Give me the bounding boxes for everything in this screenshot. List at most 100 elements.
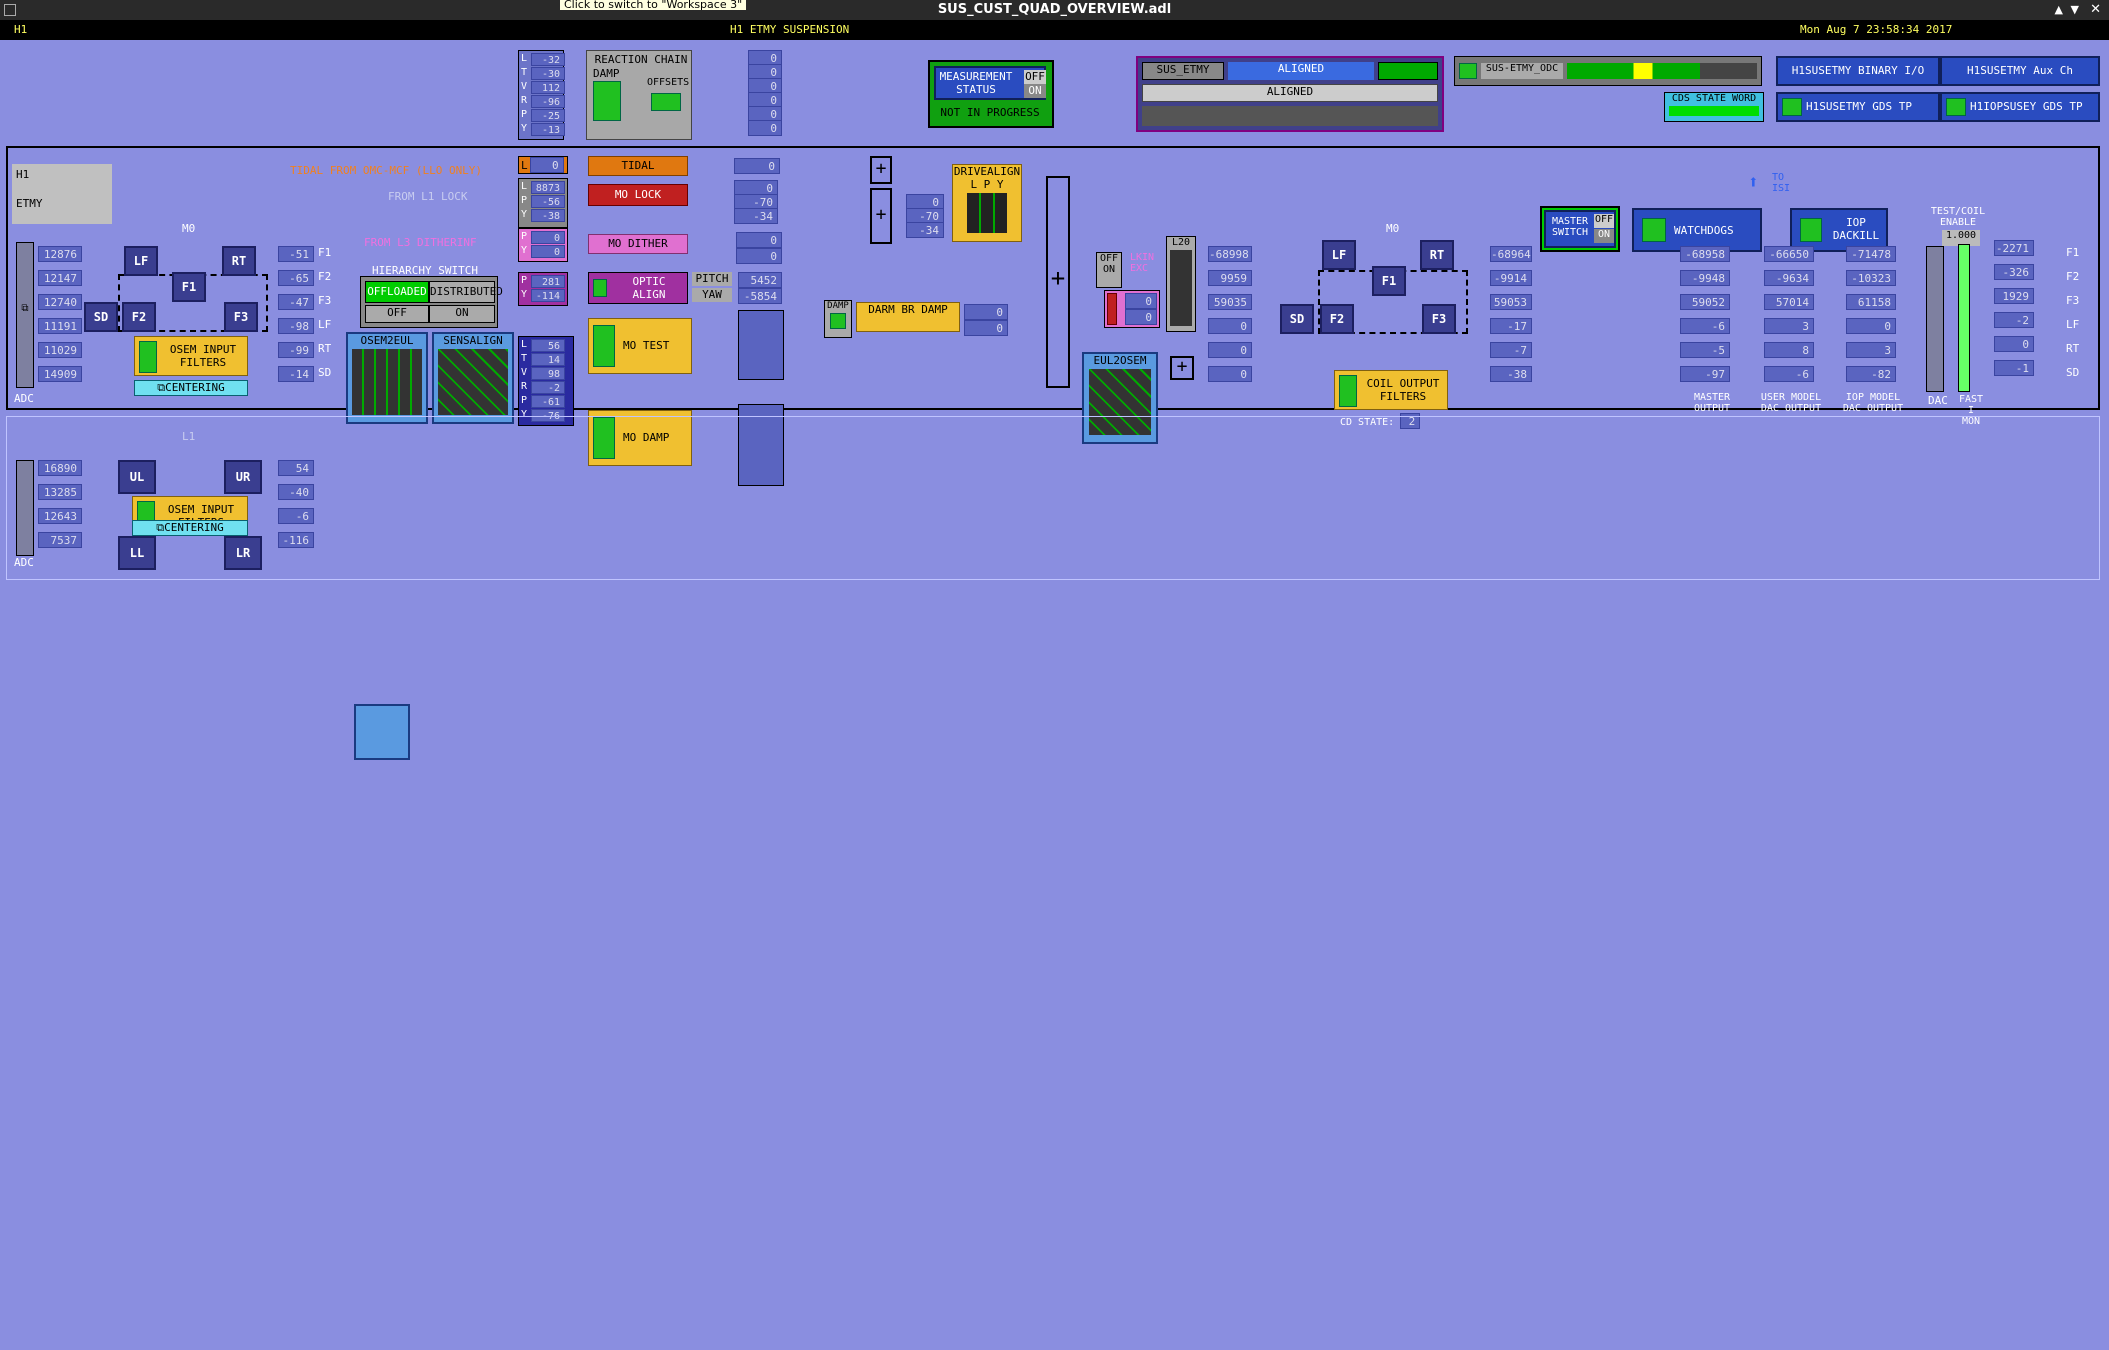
guardian-name[interactable]: SUS_ETMY (1142, 62, 1224, 80)
master-switch-button[interactable]: MASTER SWITCH OFF ON (1544, 210, 1616, 248)
m0-drive-left-0: -68964 (1490, 246, 1532, 262)
damp-label: DAMP (593, 67, 620, 80)
l1-osem-ul[interactable]: UL (118, 460, 156, 494)
m0-osem-label-4: RT (318, 342, 332, 355)
meas-on[interactable]: ON (1024, 84, 1046, 98)
binary-io-button[interactable]: H1SUSETMY BINARY I/O (1776, 56, 1940, 86)
master-switch[interactable]: MASTER SWITCH OFF ON (1540, 206, 1620, 252)
oa-pitch[interactable]: PITCH (692, 272, 732, 286)
m0-osem-out-0: -51 (278, 246, 314, 262)
measurement-status-panel: MEASUREMENT STATUS OFF ON NOT IN PROGRES… (928, 60, 1054, 128)
minimize-icon[interactable]: ▼ (2070, 3, 2079, 16)
m0-eul2osem[interactable]: EUL2OSEM (1082, 352, 1158, 444)
hierarchy-on-button[interactable]: ON (429, 305, 495, 323)
m0-coil-2: 59035 (1208, 294, 1252, 310)
hdr-damp-label-0: L (521, 53, 528, 64)
m0-osem-input-filters[interactable]: OSEM INPUT FILTERS (134, 336, 248, 376)
l1-osem-ur[interactable]: UR (224, 460, 262, 494)
m0-adc-4: 11029 (38, 342, 82, 358)
m0-imon-bar (1958, 244, 1970, 392)
m0-test-label: MO TEST (623, 339, 670, 352)
coil-lf[interactable]: LF (1322, 240, 1356, 270)
m0-drive-left-1: -9914 (1490, 270, 1532, 286)
m0-osem2eul[interactable]: OSEM2EUL (346, 332, 428, 424)
m0-eul-value-0: 56 (531, 339, 565, 352)
iop-dackill-button[interactable]: IOP DACKILL (1790, 208, 1888, 252)
gds-tp1-label: H1SUSETMY GDS TP (1806, 100, 1912, 113)
aux-ch-button[interactable]: H1SUSETMY Aux Ch (1940, 56, 2100, 86)
odc-label: SUS-ETMY_ODC (1481, 63, 1563, 79)
gds-tp1-button[interactable]: H1SUSETMY GDS TP (1776, 92, 1940, 122)
coil-f3[interactable]: F3 (1422, 304, 1456, 334)
m0-damp-filter[interactable]: MO DAMP (588, 410, 692, 466)
guardian-request-select[interactable]: ALIGNED (1142, 84, 1438, 102)
m0-centering-button[interactable]: ⧉CENTERING (134, 380, 248, 396)
gds-tp2-button[interactable]: H1IOPSUSEY GDS TP (1940, 92, 2100, 122)
oa-yaw[interactable]: YAW (692, 288, 732, 302)
m0-dither-filter[interactable]: MO DITHER (588, 234, 688, 254)
coil-f1[interactable]: F1 (1372, 266, 1406, 296)
m0-tidal-filter[interactable]: TIDAL (588, 156, 688, 176)
l1-osem-ll[interactable]: LL (118, 536, 156, 570)
close-icon[interactable]: ✕ (2090, 2, 2101, 17)
hdr-damp-value-3: -96 (531, 95, 565, 108)
meas-off[interactable]: OFF (1024, 70, 1046, 84)
cds-state-label: CDS STATE WORD (1671, 93, 1757, 104)
master-switch-off[interactable]: OFF (1594, 214, 1614, 228)
m0-lkin-inputs: 0 0 (1104, 290, 1160, 328)
coil-sd[interactable]: SD (1280, 304, 1314, 334)
measurement-status-button[interactable]: MEASUREMENT STATUS OFF ON (934, 66, 1046, 100)
hierarchy-off-button[interactable]: OFF (365, 305, 429, 323)
m0-eul-value-1: 14 (531, 353, 565, 366)
coil-f2[interactable]: F2 (1320, 304, 1354, 334)
m0-optic-align-filter[interactable]: OPTIC ALIGN (588, 272, 688, 304)
odc-panel[interactable]: SUS-ETMY_ODC (1454, 56, 1762, 86)
osem-rt[interactable]: RT (222, 246, 256, 276)
m0-drive-left-3: -17 (1490, 318, 1532, 334)
darm-damp-led (830, 313, 846, 329)
m0-l20-matrix[interactable]: L20 (1166, 236, 1196, 332)
m0-coil-output-filters[interactable]: COIL OUTPUT FILTERS (1334, 370, 1448, 410)
m0-drive-left-2: 59053 (1490, 294, 1532, 310)
master-switch-on[interactable]: ON (1594, 229, 1614, 243)
m0-coil-0: -68998 (1208, 246, 1252, 262)
l1-osem-lr[interactable]: LR (224, 536, 262, 570)
rc-damp-filter[interactable] (593, 81, 621, 121)
osem-f3[interactable]: F3 (224, 302, 258, 332)
osem-lf[interactable]: LF (124, 246, 158, 276)
m0-testcoil-value[interactable]: 1.000 (1942, 230, 1980, 246)
cds-state-word: CDS STATE WORD (1664, 92, 1764, 122)
m0-mo-lock-filter[interactable]: MO LOCK (588, 184, 688, 206)
hierarchy-switch[interactable]: OFFLOADED DISTRIBUTED OFF ON (360, 276, 503, 328)
m0-sensalign-label: SENSALIGN (443, 334, 503, 347)
l1-centering-button[interactable]: ⧉CENTERING (132, 520, 248, 536)
window-menu-icon[interactable] (4, 4, 16, 16)
m0-sensalign[interactable]: SENSALIGN (432, 332, 514, 424)
m0-adc-bar: ⧉ (16, 242, 34, 388)
m0-damp-led (593, 417, 615, 459)
osem-f2[interactable]: F2 (122, 302, 156, 332)
rc-offsets-filter[interactable] (651, 93, 681, 111)
watchdogs-button[interactable]: WATCHDOGS (1632, 208, 1762, 252)
osem-f1[interactable]: F1 (172, 272, 206, 302)
iop-dackill-label: IOP DACKILL (1832, 216, 1880, 242)
m0-drivealign[interactable]: DRIVEALIGN L P Y (952, 164, 1022, 242)
m0-coil-label: COIL OUTPUT FILTERS (1366, 377, 1440, 403)
maximize-icon[interactable]: ▲ (2054, 3, 2063, 16)
m0-osem2eul-matrix (352, 349, 422, 415)
rc-out-1: 0 (748, 64, 782, 80)
m0-lock-out-2: -34 (734, 208, 778, 224)
osem-sd[interactable]: SD (84, 302, 118, 332)
coil-rt[interactable]: RT (1420, 240, 1454, 270)
reaction-chain-panel[interactable]: REACTION CHAIN DAMP OFFSETS (586, 50, 692, 140)
darm-br-damp-filter[interactable]: DARM BR DAMP (856, 302, 960, 332)
m0-imon-0: -2271 (1994, 240, 2034, 256)
l1-adc-3: 7537 (38, 532, 82, 548)
m0-lkin-led (1107, 293, 1117, 325)
header-bar: H1 H1 ETMY SUSPENSION Mon Aug 7 23:58:34… (0, 20, 2109, 40)
m0-test-filter[interactable]: MO TEST (588, 318, 692, 374)
darm-damp-toggle[interactable]: DAMP (824, 300, 852, 338)
m0-lkin-y: 0 (1125, 309, 1157, 325)
